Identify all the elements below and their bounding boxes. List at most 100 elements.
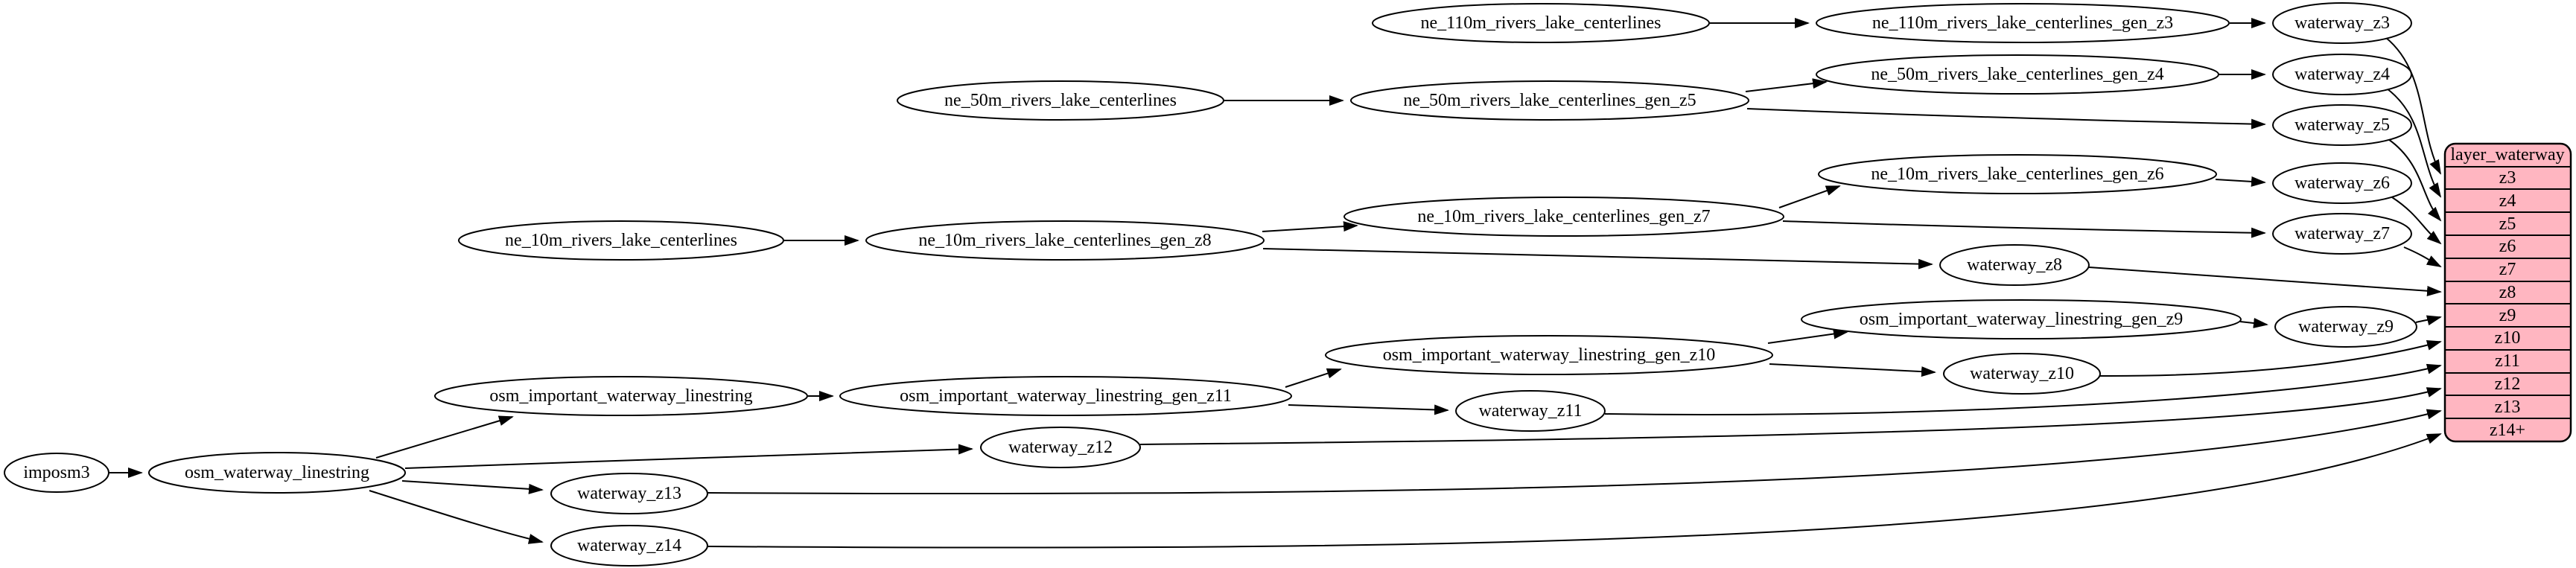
node-ne_50m_rivers_lake_centerlines_gen_z4-label: ne_50m_rivers_lake_centerlines_gen_z4 (1871, 65, 2163, 84)
node-ne_50m_rivers_lake_centerlines_gen_z5-label: ne_50m_rivers_lake_centerlines_gen_z5 (1403, 91, 1696, 110)
node-waterway_z10-label: waterway_z10 (1970, 364, 2074, 383)
node-waterway_z5-label: waterway_z5 (2294, 115, 2390, 135)
edges (109, 18, 2442, 549)
edge-waterway_z10-row_z10 (2099, 339, 2442, 377)
node-ne_110m_rivers_lake_centerlines: ne_110m_rivers_lake_centerlines (1372, 3, 1710, 43)
edge-gen_z10-gen_z9 (1767, 328, 1848, 344)
node-waterway_z12-shape (980, 427, 1141, 468)
edge-waterway_z7-row_z7 (2403, 246, 2442, 267)
edge-waterway_z4-row_z4 (2386, 88, 2442, 198)
node-waterway_z9-label: waterway_z9 (2298, 317, 2394, 336)
node-waterway_z14-shape (550, 525, 708, 567)
node-ne_10m_rivers_lake_centerlines_gen_z7-shape (1343, 197, 1784, 237)
node-ne_10m_rivers_lake_centerlines-label: ne_10m_rivers_lake_centerlines (505, 231, 737, 250)
node-osm_important_waterway_linestring_gen_z11-label: osm_important_waterway_linestring_gen_z1… (900, 386, 1232, 406)
edge-osm_waterway_linestring-waterway_z14 (369, 490, 544, 544)
layer_waterway-row-z7: z7 (2499, 260, 2516, 279)
node-waterway_z6: waterway_z6 (2272, 162, 2412, 204)
node-waterway_z4: waterway_z4 (2272, 54, 2412, 95)
edge-gen_z11-waterway_z11 (1288, 404, 1449, 415)
node-waterway_z8: waterway_z8 (1939, 244, 2090, 286)
node-ne_10m_rivers_lake_centerlines_gen_z6-label: ne_10m_rivers_lake_centerlines_gen_z6 (1871, 165, 2163, 184)
edge-gen_z7-gen_z6 (1778, 185, 1841, 208)
node-ne_110m_rivers_lake_centerlines-shape (1372, 3, 1710, 43)
nodes: imposm3 osm_waterway_linestring osm_impo… (4, 2, 2417, 567)
edge-gen_z7-waterway_z7 (1782, 220, 2266, 238)
node-waterway_z3-label: waterway_z3 (2294, 13, 2390, 33)
node-ne_10m_rivers_lake_centerlines_gen_z8-shape (865, 220, 1265, 261)
node-waterway_z12: waterway_z12 (980, 427, 1141, 468)
node-ne_110m_rivers_lake_centerlines_gen_z3-shape (1816, 3, 2230, 43)
node-ne_50m_rivers_lake_centerlines-label: ne_50m_rivers_lake_centerlines (944, 91, 1177, 110)
node-waterway_z7-shape (2272, 213, 2412, 255)
node-ne_10m_rivers_lake_centerlines_gen_z6: ne_10m_rivers_lake_centerlines_gen_z6 (1818, 154, 2217, 194)
layer_waterway-row-z11: z11 (2495, 351, 2520, 371)
node-waterway_z10-shape (1943, 353, 2101, 395)
layer_waterway-row-z5: z5 (2499, 214, 2516, 234)
node-waterway_z8-shape (1939, 244, 2090, 286)
edge-gen_z5-gen_z4 (1745, 78, 1828, 92)
layer_waterway-row-z4: z4 (2499, 191, 2516, 211)
layer_waterway-row-z12: z12 (2495, 374, 2521, 394)
edge-gen_z8-gen_z7 (1262, 221, 1358, 232)
layer_waterway-title: layer_waterway (2450, 145, 2564, 165)
node-waterway_z14-label: waterway_z14 (577, 536, 681, 555)
node-osm_important_waterway_linestring-shape (434, 376, 808, 416)
edge-gen_z10-waterway_z10 (1769, 363, 1936, 377)
node-osm_important_waterway_linestring_gen_z10: osm_important_waterway_linestring_gen_z1… (1325, 335, 1773, 375)
node-ne_10m_rivers_lake_centerlines_gen_z7-label: ne_10m_rivers_lake_centerlines_gen_z7 (1417, 207, 1710, 226)
node-waterway_z10: waterway_z10 (1943, 353, 2101, 395)
node-waterway_z5: waterway_z5 (2272, 104, 2412, 146)
layer_waterway-row-z6: z6 (2499, 237, 2516, 256)
node-waterway_z13-shape (550, 473, 708, 514)
edge-waterway_z12-row_z12 (1139, 387, 2442, 445)
node-ne_110m_rivers_lake_centerlines_gen_z3: ne_110m_rivers_lake_centerlines_gen_z3 (1816, 3, 2230, 43)
node-osm_important_waterway_linestring_gen_z9-label: osm_important_waterway_linestring_gen_z9 (1860, 310, 2184, 329)
node-ne_50m_rivers_lake_centerlines_gen_z5: ne_50m_rivers_lake_centerlines_gen_z5 (1350, 80, 1749, 121)
node-osm_waterway_linestring: osm_waterway_linestring (148, 452, 406, 494)
layer_waterway-row-z3: z3 (2499, 168, 2516, 188)
node-ne_110m_rivers_lake_centerlines_gen_z3-label: ne_110m_rivers_lake_centerlines_gen_z3 (1872, 13, 2173, 33)
node-waterway_z3: waterway_z3 (2272, 2, 2412, 44)
node-layer_waterway: layer_waterway z3 z4 z5 z6 z7 z8 z9 z10 … (2443, 142, 2572, 443)
node-waterway_z4-shape (2272, 54, 2412, 95)
edge-waterway_z5-row_z5 (2388, 138, 2442, 222)
node-waterway_z11: waterway_z11 (1455, 390, 1606, 432)
node-waterway_z4-label: waterway_z4 (2294, 65, 2390, 84)
node-ne_10m_rivers_lake_centerlines: ne_10m_rivers_lake_centerlines (458, 220, 784, 261)
node-osm_waterway_linestring-shape (148, 452, 406, 494)
node-osm_important_waterway_linestring_gen_z9-shape (1801, 299, 2242, 339)
node-ne_50m_rivers_lake_centerlines_gen_z4-shape (1816, 54, 2219, 95)
node-waterway_z14: waterway_z14 (550, 525, 708, 567)
node-osm_important_waterway_linestring_gen_z10-label: osm_important_waterway_linestring_gen_z1… (1383, 345, 1716, 365)
node-imposm3-shape (4, 453, 109, 493)
node-waterway_z11-shape (1455, 390, 1606, 432)
node-waterway_z7: waterway_z7 (2272, 213, 2412, 255)
node-ne_50m_rivers_lake_centerlines-shape (897, 80, 1224, 121)
node-ne_50m_rivers_lake_centerlines_gen_z5-shape (1350, 80, 1749, 121)
node-ne_10m_rivers_lake_centerlines-shape (458, 220, 784, 261)
edge-waterway_z6-row_z6 (2391, 197, 2442, 245)
edge-waterway_z9-row_z9 (2415, 315, 2442, 326)
node-waterway_z8-label: waterway_z8 (1967, 255, 2062, 275)
node-ne_10m_rivers_lake_centerlines_gen_z8: ne_10m_rivers_lake_centerlines_gen_z8 (865, 220, 1265, 261)
layer_waterway-row-z13: z13 (2495, 398, 2521, 417)
node-osm_important_waterway_linestring_gen_z11-shape (839, 376, 1292, 416)
layer_waterway-row-z10: z10 (2495, 328, 2521, 348)
node-osm_important_waterway_linestring_gen_z10-shape (1325, 335, 1773, 375)
node-ne_50m_rivers_lake_centerlines: ne_50m_rivers_lake_centerlines (897, 80, 1224, 121)
node-ne_110m_rivers_lake_centerlines-label: ne_110m_rivers_lake_centerlines (1421, 13, 1661, 33)
node-ne_10m_rivers_lake_centerlines_gen_z8-label: ne_10m_rivers_lake_centerlines_gen_z8 (918, 231, 1211, 250)
edge-waterway_z11-row_z11 (1604, 363, 2442, 416)
node-osm_important_waterway_linestring_gen_z9: osm_important_waterway_linestring_gen_z9 (1801, 299, 2242, 339)
layer_waterway-row-z8: z8 (2499, 283, 2516, 302)
node-ne_50m_rivers_lake_centerlines_gen_z4: ne_50m_rivers_lake_centerlines_gen_z4 (1816, 54, 2219, 95)
edge-osm_waterway_linestring-waterway_z13 (401, 480, 544, 494)
node-imposm3-label: imposm3 (23, 463, 89, 482)
edge-osm_waterway_linestring-waterway_z12 (404, 444, 973, 469)
edge-waterway_z8-row_z8 (2088, 267, 2442, 296)
node-waterway_z13: waterway_z13 (550, 473, 708, 514)
layer_waterway-box (2443, 142, 2572, 443)
node-waterway_z6-label: waterway_z6 (2294, 173, 2390, 193)
